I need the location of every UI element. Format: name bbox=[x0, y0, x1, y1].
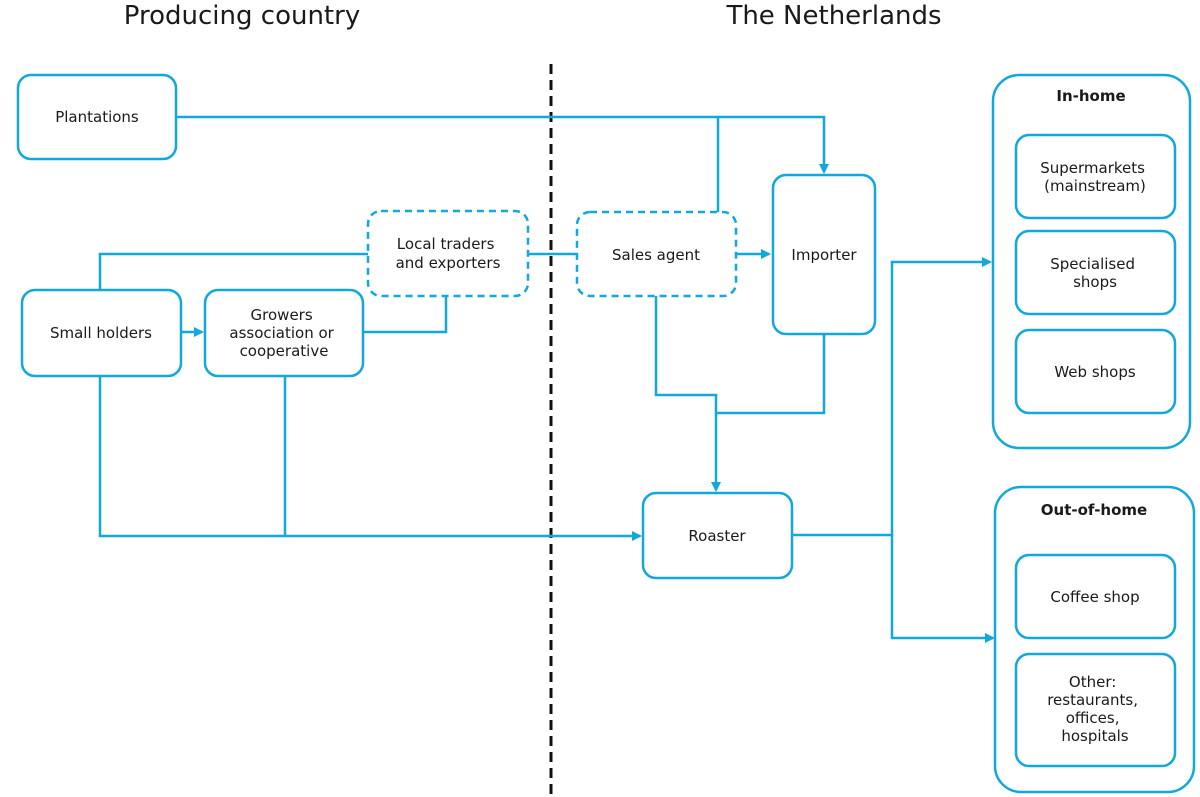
flow-smallholders-to-local-traders bbox=[98, 252, 368, 290]
web-shops-label: Web shops bbox=[1054, 363, 1135, 381]
other-channels-label: Other: restaurants, offices, hospitals bbox=[1047, 673, 1143, 745]
channel-coffee-shop: Coffee shop bbox=[1014, 553, 1177, 640]
growers-label: Growers association or cooperative bbox=[229, 306, 338, 360]
specialised-shops-label: Specialised shops bbox=[1050, 255, 1140, 291]
node-sales-agent: Sales agent bbox=[575, 210, 738, 298]
local-traders-label: Local traders and exporters bbox=[396, 235, 501, 272]
flow-plantations-to-importer bbox=[176, 115, 829, 174]
coffee-shop-label: Coffee shop bbox=[1050, 588, 1139, 606]
node-roaster: Roaster bbox=[641, 491, 794, 580]
flow-roaster-to-in-home bbox=[792, 257, 992, 537]
out-of-home-title: Out-of-home bbox=[1041, 501, 1147, 519]
node-importer: Importer bbox=[771, 173, 877, 336]
node-small-holders: Small holders bbox=[20, 288, 183, 378]
channel-other: Other: restaurants, offices, hospitals bbox=[1014, 652, 1177, 768]
channel-supermarkets: Supermarkets (mainstream) bbox=[1014, 133, 1177, 220]
flow-growers-to-local-traders bbox=[363, 296, 448, 334]
plantations-label: Plantations bbox=[55, 108, 139, 126]
small-holders-label: Small holders bbox=[50, 324, 152, 342]
flow-sales-agent-to-roaster bbox=[654, 296, 721, 492]
in-home-title: In-home bbox=[1056, 87, 1125, 105]
group-in-home: In-home Supermarkets (mainstream) Specia… bbox=[991, 73, 1192, 450]
producing-country-title: Producing country bbox=[124, 1, 360, 31]
node-plantations: Plantations bbox=[16, 73, 178, 161]
flow-importer-to-roaster bbox=[716, 334, 826, 415]
roaster-label: Roaster bbox=[688, 527, 746, 545]
group-out-of-home: Out-of-home Coffee shop Other: restauran… bbox=[993, 485, 1196, 794]
channel-web-shops: Web shops bbox=[1014, 328, 1177, 415]
sales-agent-label: Sales agent bbox=[612, 246, 700, 264]
node-growers-association: Growers association or cooperative bbox=[203, 288, 365, 378]
supermarkets-label: Supermarkets (mainstream) bbox=[1040, 159, 1150, 195]
netherlands-title: The Netherlands bbox=[725, 1, 941, 31]
flow-smallholders-to-roaster bbox=[98, 376, 642, 541]
channel-specialised-shops: Specialised shops bbox=[1014, 229, 1177, 316]
node-local-traders: Local traders and exporters bbox=[366, 209, 530, 298]
importer-label: Importer bbox=[791, 246, 857, 264]
flow-connectors bbox=[98, 115, 995, 643]
flow-roaster-to-out-of-home bbox=[890, 535, 995, 643]
